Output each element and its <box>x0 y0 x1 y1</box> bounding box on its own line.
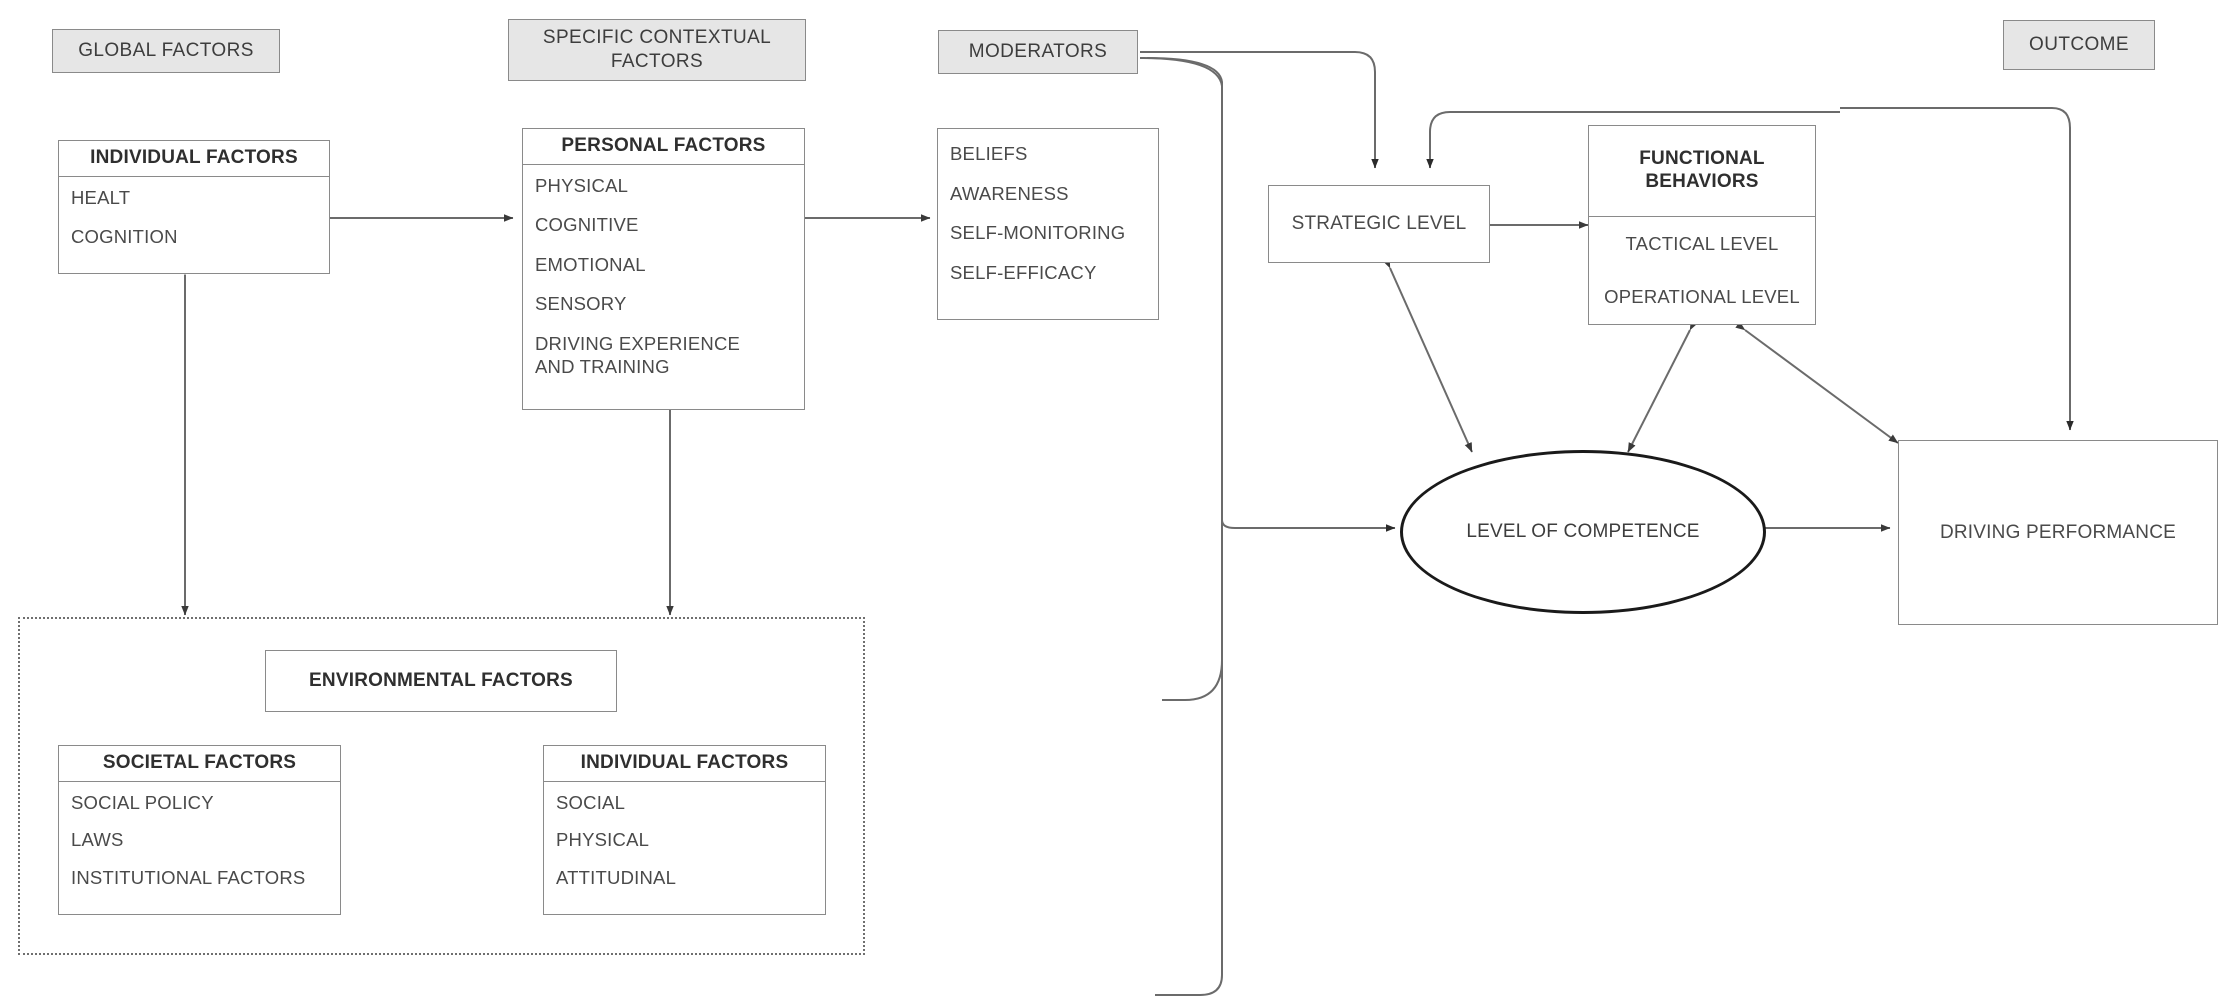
card-societal-factors-body: SOCIAL POLICY LAWS INSTITUTIONAL FACTORS <box>59 782 340 914</box>
banner-global-factors: GLOBAL FACTORS <box>52 29 280 73</box>
list-item: PHYSICAL <box>556 829 650 851</box>
region-environmental-factors <box>18 617 865 955</box>
card-environmental-individual-factors: INDIVIDUAL FACTORS SOCIAL PHYSICAL ATTIT… <box>543 745 826 915</box>
box-strategic-level: STRATEGIC LEVEL <box>1268 185 1490 263</box>
list-item: EMOTIONAL <box>535 253 646 275</box>
card-individual-factors: INDIVIDUAL FACTORS HEALT COGNITION <box>58 140 330 274</box>
card-environmental-individual-factors-title: INDIVIDUAL FACTORS <box>544 746 825 782</box>
list-item: SELF-MONITORING <box>950 222 1126 244</box>
level-operational: OPERATIONAL LEVEL <box>1604 286 1800 308</box>
list-item: COGNITION <box>71 226 178 248</box>
card-societal-factors: SOCIETAL FACTORS SOCIAL POLICY LAWS INST… <box>58 745 341 915</box>
list-item: COGNITIVE <box>535 214 639 236</box>
card-moderator-factors-body: BELIEFS AWARENESS SELF-MONITORING SELF-E… <box>938 129 1158 319</box>
card-functional-behaviors-title: FUNCTIONAL BEHAVIORS <box>1589 126 1815 217</box>
card-individual-factors-title: INDIVIDUAL FACTORS <box>59 141 329 177</box>
ellipse-label: LEVEL OF COMPETENCE <box>1466 520 1700 542</box>
list-item: SOCIAL <box>556 791 626 813</box>
list-item: DRIVING EXPERIENCE AND TRAINING <box>535 333 741 377</box>
list-item: SELF-EFFICACY <box>950 261 1097 283</box>
box-environmental-factors-title: ENVIRONMENTAL FACTORS <box>265 650 617 712</box>
banner-outcome: OUTCOME <box>2003 20 2155 70</box>
box-driving-performance: DRIVING PERFORMANCE <box>1898 440 2218 625</box>
card-environmental-individual-factors-body: SOCIAL PHYSICAL ATTITUDINAL <box>544 782 825 914</box>
banner-specific-contextual-factors: SPECIFIC CONTEXTUAL FACTORS <box>508 19 806 81</box>
card-functional-behaviors-body: TACTICAL LEVEL OPERATIONAL LEVEL <box>1589 217 1815 324</box>
card-moderator-factors: BELIEFS AWARENESS SELF-MONITORING SELF-E… <box>937 128 1159 320</box>
ellipse-level-of-competence: LEVEL OF COMPETENCE <box>1400 450 1766 614</box>
list-item: SOCIAL POLICY <box>71 791 214 813</box>
list-item: HEALT <box>71 186 131 208</box>
list-item: BELIEFS <box>950 143 1028 164</box>
card-personal-factors-body: PHYSICAL COGNITIVE EMOTIONAL SENSORY DRI… <box>523 165 804 409</box>
card-personal-factors: PERSONAL FACTORS PHYSICAL COGNITIVE EMOT… <box>522 128 805 410</box>
list-item: SENSORY <box>535 293 627 315</box>
banner-moderators: MODERATORS <box>938 30 1138 74</box>
list-item: PHYSICAL <box>535 174 629 196</box>
list-item: INSTITUTIONAL FACTORS <box>71 866 306 888</box>
level-tactical: TACTICAL LEVEL <box>1625 232 1779 254</box>
card-personal-factors-title: PERSONAL FACTORS <box>523 129 804 165</box>
card-functional-behaviors: FUNCTIONAL BEHAVIORS TACTICAL LEVEL OPER… <box>1588 125 1816 325</box>
card-individual-factors-body: HEALT COGNITION <box>59 177 329 273</box>
card-societal-factors-title: SOCIETAL FACTORS <box>59 746 340 782</box>
list-item: LAWS <box>71 829 124 851</box>
list-item: AWARENESS <box>950 182 1069 204</box>
list-item: ATTITUDINAL <box>556 866 677 888</box>
